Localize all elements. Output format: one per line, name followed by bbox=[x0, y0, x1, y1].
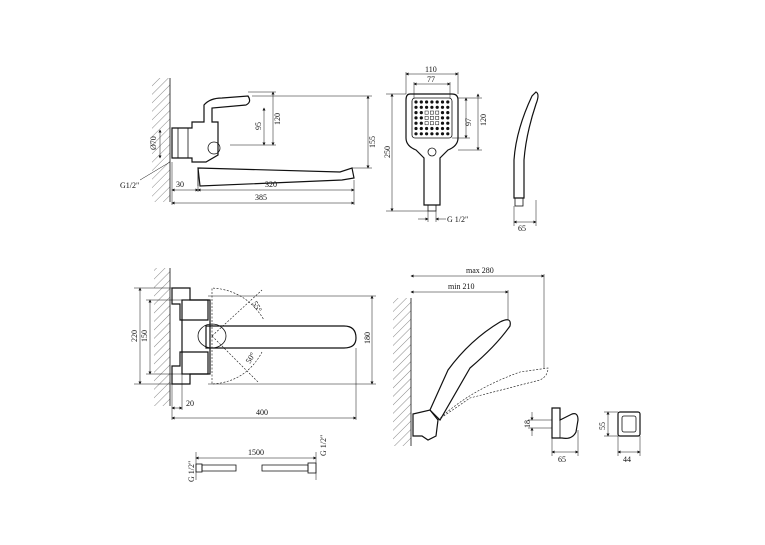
nozzle bbox=[414, 105, 418, 109]
nozzle bbox=[419, 100, 423, 104]
nozzle bbox=[425, 132, 429, 136]
nozzle bbox=[435, 121, 440, 126]
thread-label: G1/2" bbox=[120, 181, 139, 190]
dim-110: 110 bbox=[425, 65, 437, 74]
nozzle bbox=[419, 126, 423, 131]
dim-180: 180 bbox=[363, 332, 372, 344]
nozzle bbox=[440, 111, 445, 115]
nozzle bbox=[440, 116, 445, 120]
nozzle bbox=[440, 121, 445, 125]
nozzle bbox=[446, 132, 450, 136]
dim-400: 400 bbox=[256, 408, 268, 417]
nozzle bbox=[425, 100, 429, 104]
nozzle bbox=[446, 126, 450, 131]
wall-hatch bbox=[393, 298, 411, 446]
nozzle bbox=[446, 121, 450, 125]
dim-155: 155 bbox=[368, 136, 377, 148]
wall-hatch bbox=[154, 268, 170, 406]
nozzle bbox=[435, 110, 440, 115]
nozzle bbox=[446, 100, 450, 104]
nozzle bbox=[419, 116, 423, 120]
dim-1500: 1500 bbox=[248, 448, 264, 457]
nozzle bbox=[424, 116, 429, 120]
nozzle bbox=[419, 105, 423, 109]
nozzle bbox=[435, 105, 439, 109]
nozzle bbox=[414, 100, 418, 104]
shower-hose-view: 1500 G 1/2" G 1/2" bbox=[187, 435, 328, 482]
holder-tilt-view: max 280 min 210 bbox=[393, 266, 549, 446]
dim-320: 320 bbox=[265, 180, 277, 189]
nozzle bbox=[440, 100, 445, 104]
nozzle bbox=[430, 105, 434, 109]
nozzle bbox=[430, 100, 434, 104]
nozzle bbox=[419, 121, 423, 125]
dim-diameter-70: Ø70 bbox=[149, 136, 158, 150]
thread-left-label: G 1/2" bbox=[187, 461, 196, 482]
dim-65: 65 bbox=[518, 224, 526, 233]
dim-120: 120 bbox=[273, 113, 282, 125]
nozzle bbox=[424, 110, 429, 115]
nozzle bbox=[424, 121, 429, 126]
dim-97: 97 bbox=[464, 118, 473, 126]
nozzle bbox=[440, 126, 445, 131]
dim-20: 20 bbox=[186, 399, 194, 408]
thread-label: G 1/2" bbox=[447, 215, 468, 224]
holder-front-view: 55 44 bbox=[598, 411, 641, 464]
faucet-top-view: 55° 50° 220 150 180 20 400 bbox=[130, 268, 376, 420]
nozzle bbox=[430, 132, 434, 136]
angle-55: 55° bbox=[250, 300, 263, 314]
dim-385: 385 bbox=[255, 193, 267, 202]
nozzle bbox=[446, 111, 450, 115]
dim-44: 44 bbox=[623, 455, 631, 464]
dim-max-280: max 280 bbox=[466, 266, 494, 275]
nozzle bbox=[419, 132, 423, 136]
hand-shower-side-view: 65 bbox=[513, 91, 539, 233]
nozzle bbox=[440, 132, 445, 136]
dim-95: 95 bbox=[254, 122, 263, 130]
nozzle bbox=[435, 116, 440, 120]
nozzle bbox=[430, 126, 434, 131]
dim-18: 18 bbox=[523, 420, 532, 428]
dim-min-210: min 210 bbox=[448, 282, 474, 291]
dim-120: 120 bbox=[479, 114, 488, 126]
nozzle bbox=[414, 111, 418, 115]
dim-250: 250 bbox=[383, 146, 392, 158]
nozzle bbox=[446, 116, 450, 120]
nozzle bbox=[435, 100, 439, 104]
dim-65: 65 bbox=[558, 455, 566, 464]
nozzle bbox=[435, 132, 439, 136]
dim-150: 150 bbox=[140, 330, 149, 342]
nozzle bbox=[414, 126, 418, 131]
nozzle bbox=[414, 132, 418, 136]
nozzle bbox=[446, 105, 450, 109]
nozzle-grid bbox=[414, 100, 450, 136]
angle-50: 50° bbox=[244, 351, 257, 365]
nozzle bbox=[414, 116, 418, 120]
nozzle bbox=[430, 121, 434, 126]
nozzle bbox=[430, 116, 434, 120]
nozzle bbox=[414, 121, 418, 125]
nozzle bbox=[440, 105, 445, 109]
dim-30: 30 bbox=[176, 180, 184, 189]
dim-55: 55 bbox=[598, 422, 607, 430]
nozzle bbox=[419, 111, 423, 115]
hand-shower-front-view: 110 77 97 120 250 G 1/2" bbox=[383, 65, 488, 224]
nozzle bbox=[425, 126, 429, 131]
dim-220: 220 bbox=[130, 330, 139, 342]
holder-side-view: 18 65 bbox=[523, 407, 579, 464]
nozzle bbox=[430, 110, 434, 115]
faucet-side-view: Ø70 95 120 155 30 320 385 G1/2" bbox=[120, 78, 377, 205]
dim-77: 77 bbox=[427, 75, 435, 84]
thread-right-label: G 1/2" bbox=[319, 435, 328, 456]
nozzle bbox=[435, 126, 439, 131]
nozzle bbox=[425, 105, 429, 109]
